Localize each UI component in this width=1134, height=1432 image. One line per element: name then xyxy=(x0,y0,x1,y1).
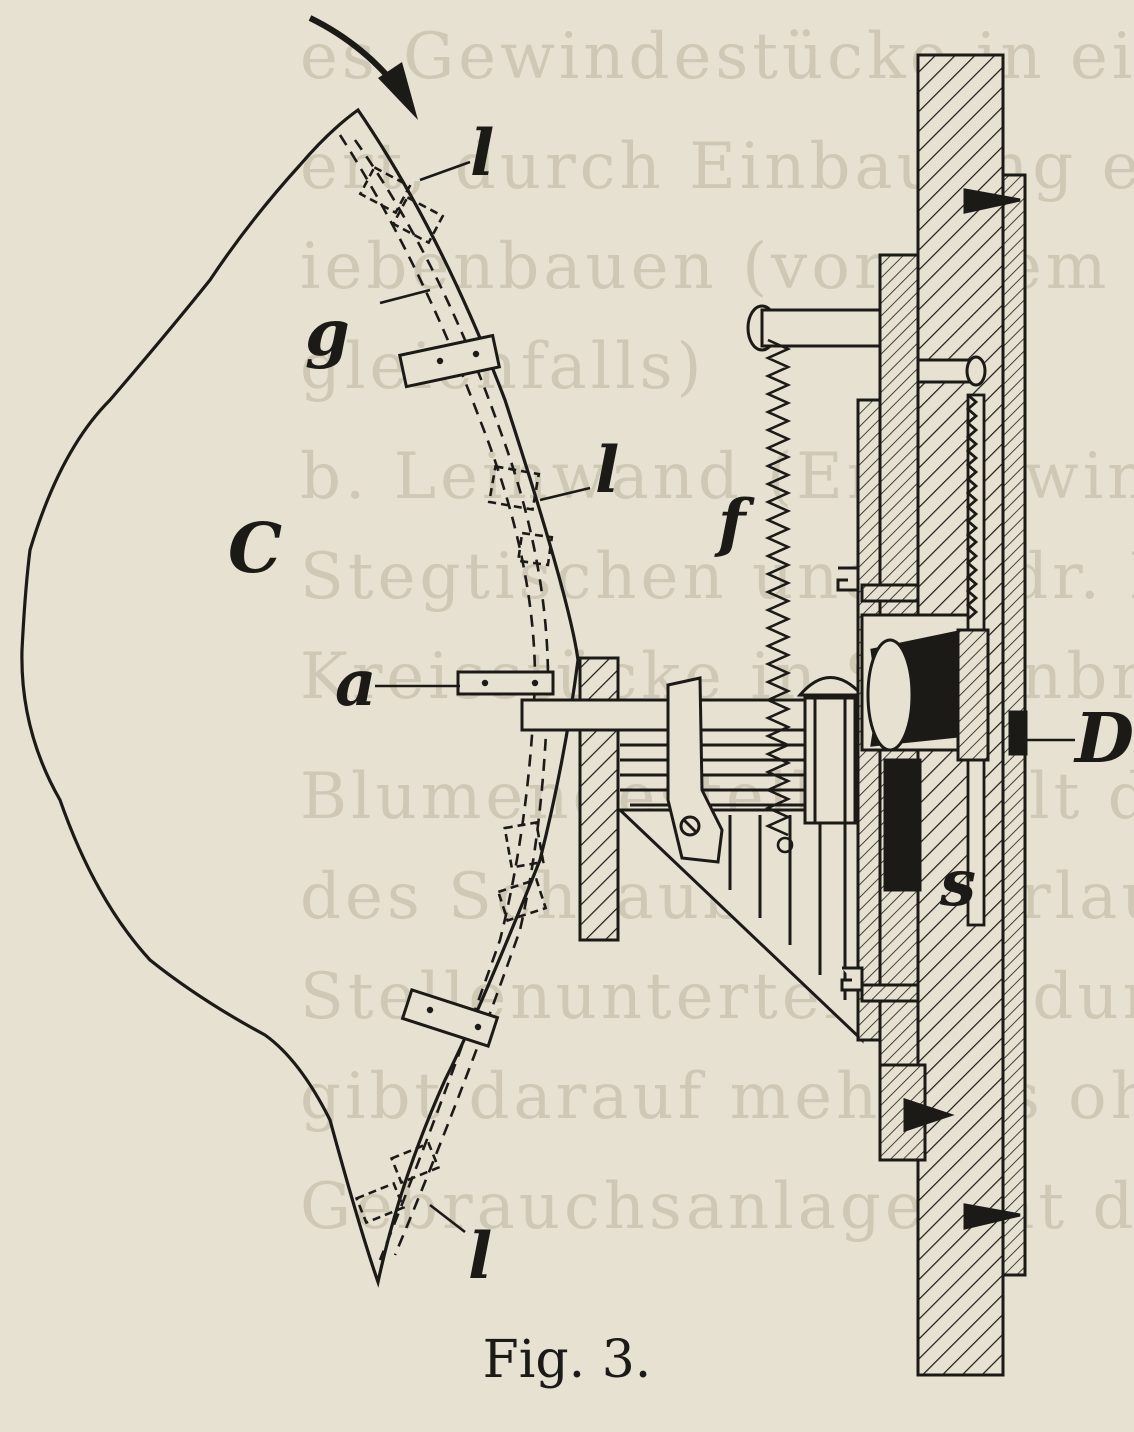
triangle-bracket xyxy=(616,808,864,1044)
upper-bolt xyxy=(916,355,987,387)
label-spring-f: f xyxy=(714,486,755,561)
leader-lines xyxy=(375,160,1075,1234)
tension-spring xyxy=(764,338,792,837)
screw-post xyxy=(796,676,866,825)
spring-pin xyxy=(746,304,884,352)
label-body-c: C xyxy=(228,509,282,589)
spring-hook xyxy=(776,836,794,854)
label-latch-bottom: l xyxy=(468,1219,492,1294)
clamp-bars xyxy=(397,333,555,1049)
latch-pieces xyxy=(354,165,554,1225)
label-guide-g: g xyxy=(305,296,350,371)
label-latch-top: l xyxy=(470,116,494,191)
pawl-lever xyxy=(666,676,724,864)
slide-collar xyxy=(956,628,1028,762)
lower-bracket xyxy=(878,188,1021,1230)
disc-body-outline xyxy=(20,107,580,1288)
side-tabs xyxy=(836,566,920,1003)
label-board-d: D xyxy=(1073,699,1134,779)
figure-caption: Fig. 3. xyxy=(482,1330,652,1390)
label-latch-middle: l xyxy=(595,433,619,508)
roller-cylinder xyxy=(860,613,974,892)
label-arm-a: a xyxy=(335,646,376,721)
rotation-arrow xyxy=(308,15,418,120)
label-slide-s: s xyxy=(939,846,976,921)
